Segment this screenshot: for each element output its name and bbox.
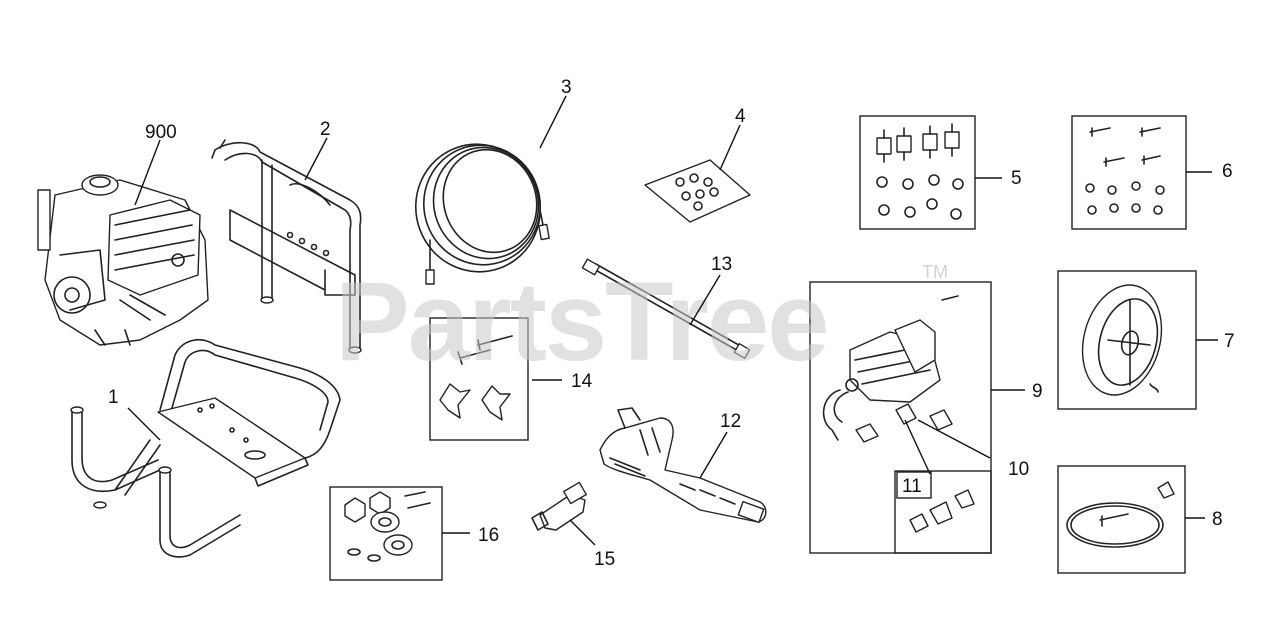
part-wand[interactable] <box>581 258 751 360</box>
part-engine[interactable] <box>37 174 209 346</box>
callout-9: 9 <box>1032 381 1043 402</box>
watermark-text: PartsTree <box>335 259 828 384</box>
callout-12: 12 <box>720 411 741 432</box>
callout-1: 1 <box>108 387 119 408</box>
callout-5: 5 <box>1011 168 1022 189</box>
callout-900: 900 <box>145 122 177 143</box>
watermark-trademark: TM <box>922 262 948 282</box>
callout-7: 7 <box>1224 331 1235 352</box>
leader-lines <box>127 95 1218 546</box>
part-wheel[interactable] <box>1057 270 1197 410</box>
callout-13: 13 <box>711 254 732 275</box>
callout-6: 6 <box>1222 161 1233 182</box>
callout-2: 2 <box>320 119 331 140</box>
callout-8: 8 <box>1212 509 1223 530</box>
callout-14: 14 <box>571 371 593 392</box>
part-hardware-card-4[interactable] <box>644 159 751 223</box>
callout-10: 10 <box>1008 459 1029 480</box>
part-kit-14[interactable] <box>429 317 529 441</box>
part-handle[interactable] <box>211 139 362 354</box>
part-pump[interactable] <box>809 281 992 554</box>
part-kit-5[interactable] <box>859 115 976 230</box>
callout-11-frame <box>896 471 932 499</box>
part-belt[interactable] <box>1057 465 1186 574</box>
part-spray-gun[interactable] <box>599 407 767 524</box>
part-base-frame[interactable] <box>70 339 341 558</box>
callout-16: 16 <box>478 525 499 546</box>
callout-15: 15 <box>594 549 615 570</box>
part-kit-6[interactable] <box>1071 115 1187 230</box>
part-kit-16[interactable] <box>329 486 443 581</box>
part-nozzle[interactable] <box>531 481 587 531</box>
callout-11: 11 <box>902 476 922 497</box>
callout-3: 3 <box>561 77 572 98</box>
callout-labels: 900 2 3 4 5 6 7 8 9 10 11 1 13 14 12 15 … <box>108 77 1235 570</box>
part-hose[interactable] <box>398 127 558 290</box>
callout-4: 4 <box>735 106 746 127</box>
